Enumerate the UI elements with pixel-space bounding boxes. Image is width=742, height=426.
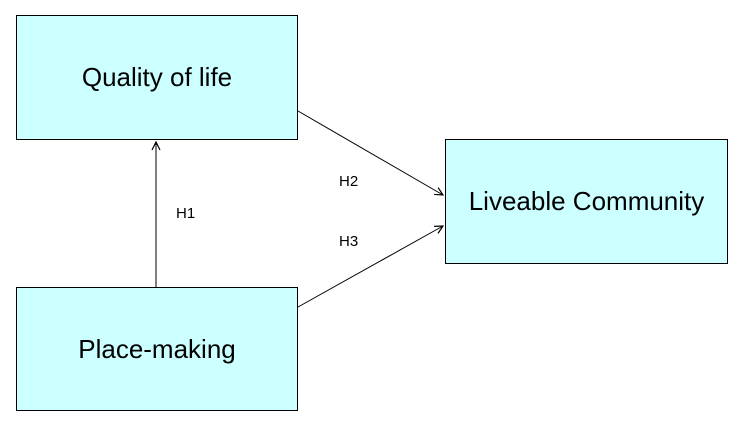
node-place-making: Place-making bbox=[16, 287, 298, 411]
node-quality-of-life-label: Quality of life bbox=[81, 62, 233, 92]
arrow-h2 bbox=[297, 110, 443, 195]
node-liveable-community: Liveable Community bbox=[445, 139, 728, 264]
node-quality-of-life: Quality of life bbox=[16, 15, 298, 140]
arrow-h3 bbox=[297, 226, 443, 308]
node-liveable-community-label: Liveable Community bbox=[468, 186, 705, 216]
hypothesis-label-h1: H1 bbox=[176, 205, 196, 222]
hypothesis-label-h2: H2 bbox=[339, 173, 359, 190]
node-place-making-label: Place-making bbox=[78, 333, 236, 364]
hypothesis-label-h3: H3 bbox=[339, 233, 359, 250]
